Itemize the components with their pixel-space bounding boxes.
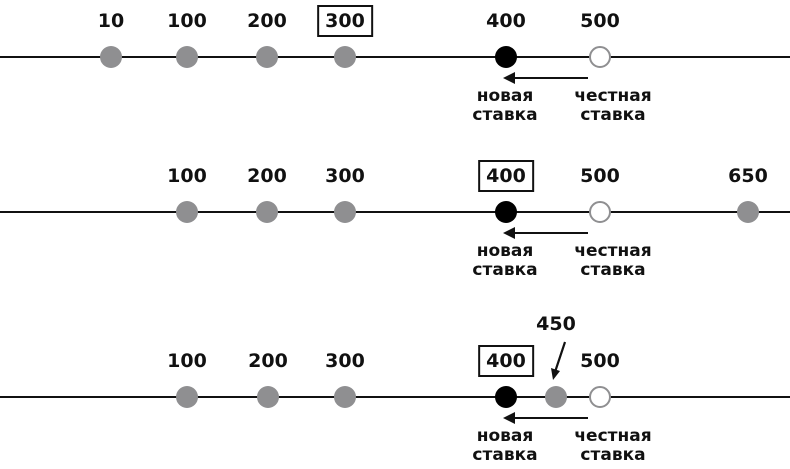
bid-value-label: 100	[167, 350, 207, 372]
new-bid-dot	[495, 386, 517, 408]
left-arrow-icon	[503, 412, 588, 424]
honest-bid-dot	[589, 46, 611, 68]
competitor-bid-dot	[334, 46, 356, 68]
competitor-bid-dot	[176, 386, 198, 408]
competitor-bid-dot	[334, 386, 356, 408]
number-line	[0, 56, 790, 58]
competitor-bid-dot	[737, 201, 759, 223]
winning-bid-label: 400	[478, 160, 534, 192]
bid-value-label: 200	[247, 10, 287, 32]
competitor-bid-dot	[256, 201, 278, 223]
new-bid-dot	[495, 201, 517, 223]
competitor-bid-dot	[256, 46, 278, 68]
new-bid-dot	[495, 46, 517, 68]
bid-value-label: 450	[536, 313, 576, 335]
competitor-bid-dot	[100, 46, 122, 68]
bid-value-label: 10	[97, 10, 125, 32]
competitor-bid-dot	[334, 201, 356, 223]
competitor-bid-dot	[257, 386, 279, 408]
honest-bid-dot	[589, 386, 611, 408]
bid-value-label: 300	[325, 165, 365, 187]
bid-value-label: 300	[325, 350, 365, 372]
pointer-arrow-icon	[551, 341, 567, 380]
bid-value-label: 400	[486, 10, 526, 32]
bid-value-label: 500	[580, 350, 620, 372]
left-arrow-icon	[503, 72, 588, 84]
bid-value-label: 200	[247, 165, 287, 187]
bid-value-label: 200	[248, 350, 288, 372]
bid-value-label: 500	[580, 10, 620, 32]
bid-value-label: 100	[167, 10, 207, 32]
winning-bid-label: 400	[478, 345, 534, 377]
winning-bid-label: 300	[317, 5, 373, 37]
competitor-bid-dot	[545, 386, 567, 408]
number-line	[0, 211, 790, 213]
bid-value-label: 650	[728, 165, 768, 187]
honest-bid-dot	[589, 201, 611, 223]
bid-value-label: 100	[167, 165, 207, 187]
competitor-bid-dot	[176, 201, 198, 223]
left-arrow-icon	[503, 227, 588, 239]
number-line	[0, 396, 790, 398]
competitor-bid-dot	[176, 46, 198, 68]
bid-value-label: 500	[580, 165, 620, 187]
